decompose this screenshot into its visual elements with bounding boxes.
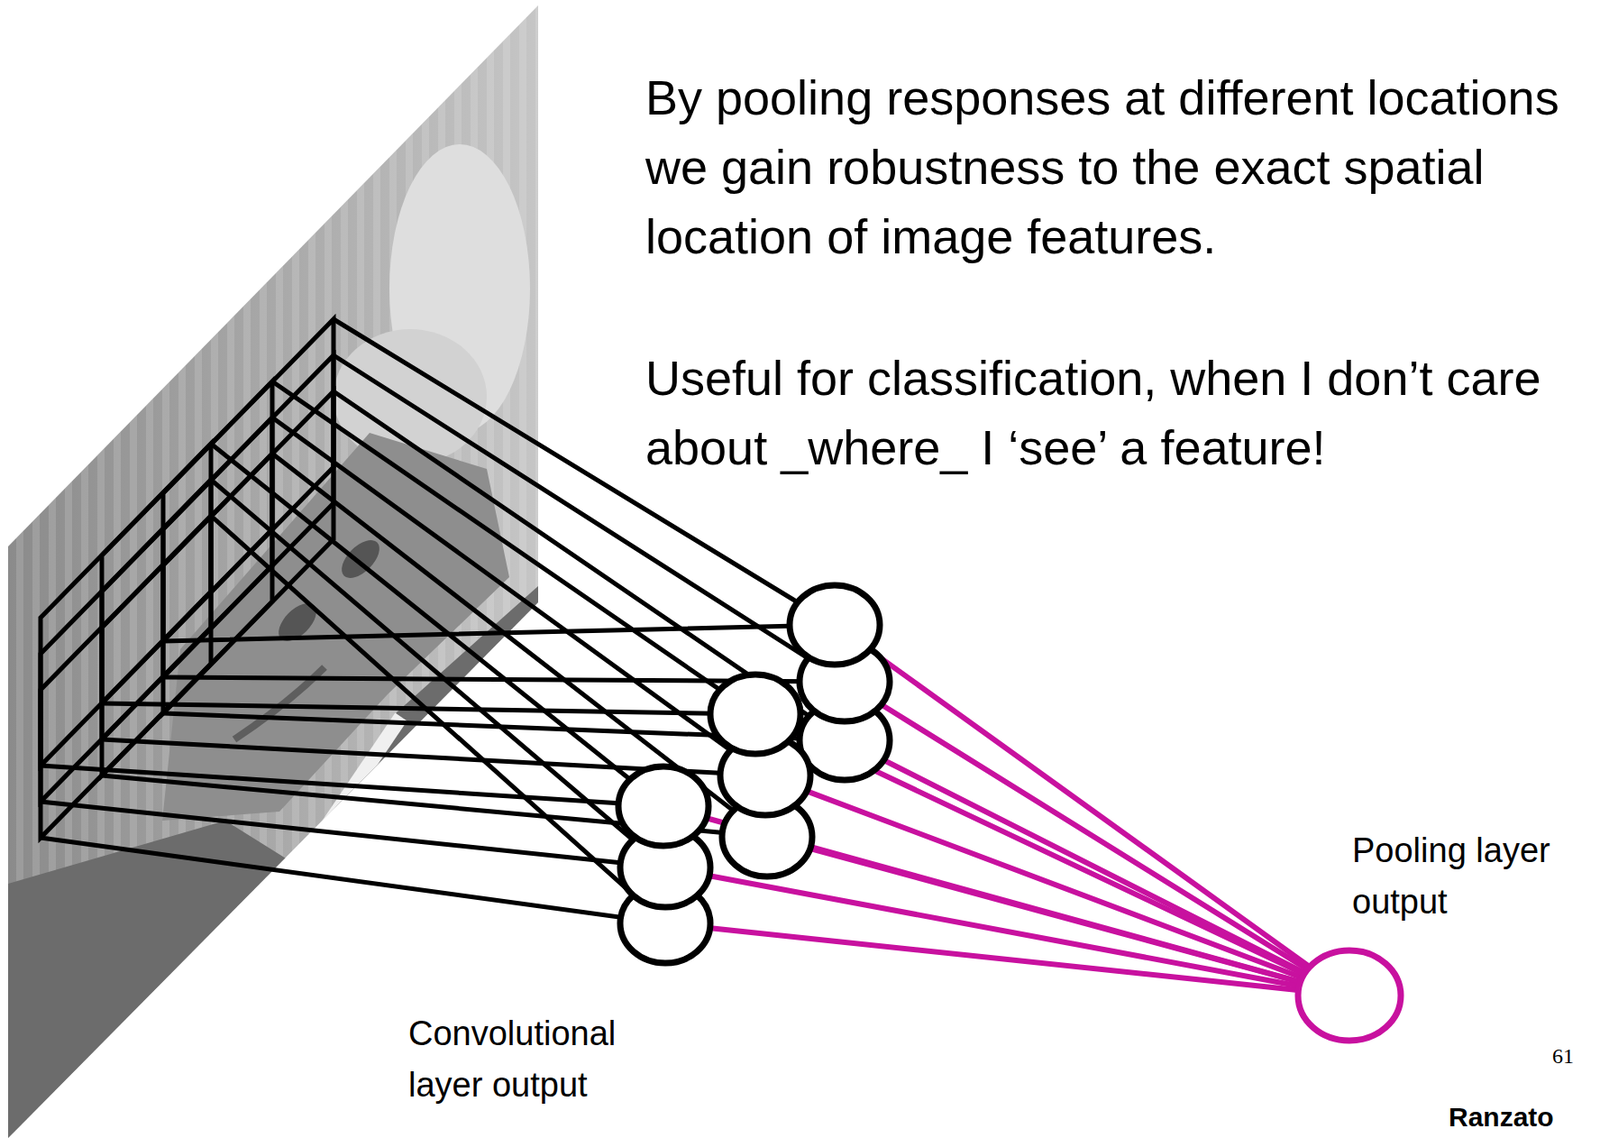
- layer-label: Pooling layer output: [1352, 824, 1582, 928]
- page-number: 61: [1552, 1042, 1596, 1070]
- slide-text: By pooling responses at different locati…: [645, 63, 1592, 272]
- receptive-field-windows: [40, 319, 334, 838]
- neuron-circle: [618, 766, 709, 846]
- convolution-output-group: Convolutional layer output: [396, 576, 902, 1118]
- slide-text: Useful for classification, when I don’t …: [645, 343, 1592, 483]
- connector-line: [809, 791, 1300, 977]
- receptive-field-lines: [40, 319, 845, 924]
- pooling-connector: [709, 651, 1308, 990]
- neuron-circle: [789, 585, 880, 665]
- layer-label: Convolutional layer output: [408, 1007, 670, 1111]
- connector-line: [712, 876, 1297, 986]
- connector-line: [886, 760, 1303, 971]
- pooling-output-node: Pooling layer output: [1289, 820, 1591, 1051]
- neuron-circle: [710, 674, 801, 754]
- neuron-circle: [1298, 950, 1401, 1041]
- author-credit: Ranzato: [1448, 1101, 1593, 1133]
